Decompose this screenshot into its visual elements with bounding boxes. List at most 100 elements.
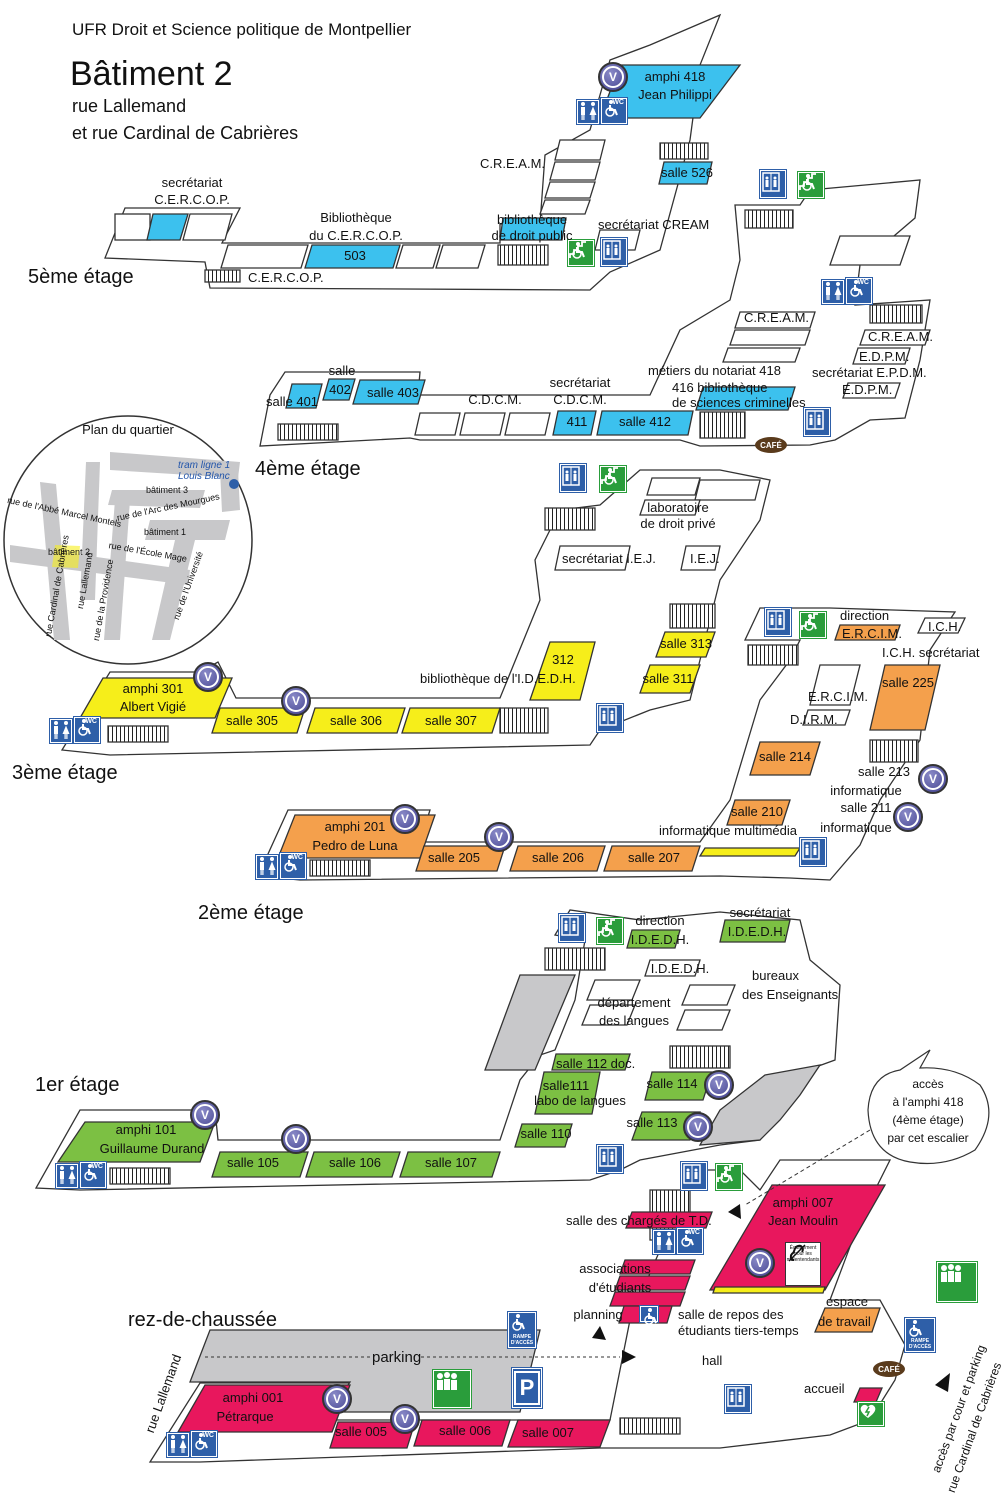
label-room-503[interactable]: 503 bbox=[344, 248, 366, 263]
label-room-305[interactable]: salle 305 bbox=[225, 713, 279, 728]
label-room-206[interactable]: salle 206 bbox=[531, 850, 585, 865]
floor4-outline bbox=[259, 179, 931, 447]
floor-label-5: 5ème étage bbox=[28, 266, 134, 288]
label-room-213[interactable]: salle 213 bbox=[857, 764, 911, 779]
label-droit-public-2: de droit public bbox=[491, 228, 573, 243]
label-f2-direction: direction bbox=[840, 608, 890, 623]
lift-icon-f4-top bbox=[759, 169, 787, 199]
label-amphi-007-1[interactable]: amphi 007 bbox=[772, 1195, 834, 1210]
room-amphi-301 bbox=[78, 677, 233, 719]
accessible-stairs-icon-f0 bbox=[715, 1163, 743, 1191]
label-amphi-301-1[interactable]: amphi 301 bbox=[122, 681, 184, 696]
label-room-007[interactable]: salle 007 bbox=[521, 1425, 575, 1440]
label-room-006[interactable]: salle 006 bbox=[438, 1423, 492, 1438]
room-107 bbox=[399, 1151, 501, 1178]
label-room-214[interactable]: salle 214 bbox=[758, 749, 812, 764]
lift-icon-f0-top bbox=[680, 1161, 708, 1191]
label-room-306[interactable]: salle 306 bbox=[329, 713, 383, 728]
stairs-4b bbox=[699, 411, 746, 439]
label-room-211[interactable]: salle 211 bbox=[840, 800, 892, 815]
wheelchair-icon-planning bbox=[639, 1305, 659, 1325]
wc-f0-left-toilets bbox=[166, 1432, 190, 1458]
label-room-412[interactable]: salle 412 bbox=[618, 414, 672, 429]
v-icon-amphi-418: V bbox=[598, 62, 628, 92]
label-room-312[interactable]: 312 bbox=[552, 652, 574, 667]
room-assoc-a bbox=[619, 1259, 696, 1275]
callout-line-2: à l'amphi 418 bbox=[892, 1095, 964, 1109]
room-112 bbox=[551, 1053, 631, 1071]
label-room-105[interactable]: salle 105 bbox=[226, 1155, 280, 1170]
room-207 bbox=[603, 845, 701, 872]
v-icon-amphi-201: V bbox=[390, 804, 420, 834]
room-401 bbox=[285, 383, 323, 409]
label-sec-cream: secrétariat CREAM bbox=[598, 217, 710, 232]
stairs-3a bbox=[107, 725, 169, 743]
label-room-107[interactable]: salle 107 bbox=[424, 1155, 478, 1170]
label-amphi-101-1[interactable]: amphi 101 bbox=[115, 1122, 177, 1137]
defibrillator-icon bbox=[857, 1401, 885, 1427]
lift-icon-f2-top bbox=[764, 607, 792, 637]
label-f5-cream: C.R.E.A.M. bbox=[480, 156, 546, 171]
v-icon-salle-005: V bbox=[390, 1404, 420, 1434]
label-room-114[interactable]: salle 114 bbox=[646, 1076, 698, 1091]
label-repos-2: étudiants tiers-temps bbox=[678, 1323, 799, 1338]
wc-f2-wc-access: WC bbox=[279, 852, 307, 880]
label-ercim-dir: E.R.C.I.M. bbox=[842, 626, 902, 641]
floor3-outline bbox=[60, 469, 771, 756]
label-espace-2: de travail bbox=[818, 1314, 871, 1329]
label-dirm: D.I.R.M. bbox=[790, 712, 838, 727]
label-room-313[interactable]: salle 313 bbox=[659, 636, 713, 651]
v-icon-amphi-001: V bbox=[322, 1384, 352, 1414]
label-room-207[interactable]: salle 207 bbox=[627, 850, 681, 865]
label-room-210[interactable]: salle 210 bbox=[730, 804, 784, 819]
label-dept-1: département bbox=[597, 995, 671, 1010]
stairs-4a bbox=[277, 423, 339, 441]
quartier-bat2: bâtiment 2 bbox=[48, 547, 91, 557]
label-room-110[interactable]: salle 110 bbox=[520, 1126, 572, 1141]
accessible-stairs-icon-f2 bbox=[799, 611, 827, 639]
v-icon-amphi-301: V bbox=[193, 662, 223, 692]
label-room-401[interactable]: salle 401 bbox=[266, 394, 319, 409]
wc-f3-wc-access: WC bbox=[73, 716, 101, 744]
quartier-title: Plan du quartier bbox=[82, 422, 174, 437]
room-ercim bbox=[834, 624, 901, 641]
callout-line-1: accès bbox=[912, 1077, 944, 1091]
label-room-402[interactable]: 402 bbox=[329, 382, 351, 397]
label-room-403[interactable]: salle 403 bbox=[366, 385, 420, 400]
label-room-526[interactable]: salle 526 bbox=[660, 165, 714, 180]
label-f4-cdcm-sec: C.D.C.M. bbox=[553, 392, 607, 407]
label-repos-1: salle de repos des bbox=[678, 1307, 784, 1322]
label-room-111[interactable]: salle111 bbox=[542, 1078, 590, 1093]
label-amphi-001-1[interactable]: amphi 001 bbox=[222, 1390, 284, 1405]
room-droit-public bbox=[499, 217, 567, 241]
label-room-113[interactable]: salle 113 bbox=[626, 1115, 678, 1130]
label-room-311[interactable]: salle 311 bbox=[642, 671, 694, 686]
institution-title: UFR Droit et Science politique de Montpe… bbox=[72, 20, 412, 39]
label-idedh-dir: I.D.E.D.H. bbox=[630, 932, 690, 947]
stairs-3d bbox=[544, 507, 596, 531]
quartier-tram-2: Louis Blanc bbox=[178, 471, 230, 482]
label-room-005[interactable]: salle 005 bbox=[334, 1424, 388, 1439]
room-106 bbox=[305, 1151, 401, 1178]
label-f5-biblio-2: du C.E.R.C.O.P. bbox=[309, 228, 403, 243]
label-amphi-201-1[interactable]: amphi 201 bbox=[324, 819, 386, 834]
label-room-225[interactable]: salle 225 bbox=[881, 675, 935, 690]
label-room-205[interactable]: salle 205 bbox=[427, 850, 481, 865]
label-f5-cercop-bottom: C.E.R.C.O.P. bbox=[248, 270, 324, 285]
label-amphi-007-2: Jean Moulin bbox=[767, 1213, 839, 1228]
label-room-112[interactable]: salle 112 doc. bbox=[556, 1056, 636, 1071]
room-111 bbox=[534, 1071, 601, 1115]
room-214 bbox=[749, 741, 821, 776]
wc-f3-toilets bbox=[49, 718, 73, 744]
lift-icon-f5 bbox=[600, 237, 628, 267]
label-room-411[interactable]: 411 bbox=[566, 414, 588, 429]
stairs-3b bbox=[499, 707, 549, 734]
lift-icon-f0 bbox=[724, 1384, 752, 1414]
v-icon-amphi-101: V bbox=[190, 1100, 220, 1130]
label-room-307[interactable]: salle 307 bbox=[424, 713, 478, 728]
label-amphi-418-1[interactable]: amphi 418 bbox=[644, 69, 706, 84]
label-room-106[interactable]: salle 106 bbox=[328, 1155, 382, 1170]
quartier-tram-1: tram ligne 1 bbox=[178, 460, 231, 471]
label-amphi-001-2: Pétrarque bbox=[216, 1409, 274, 1424]
